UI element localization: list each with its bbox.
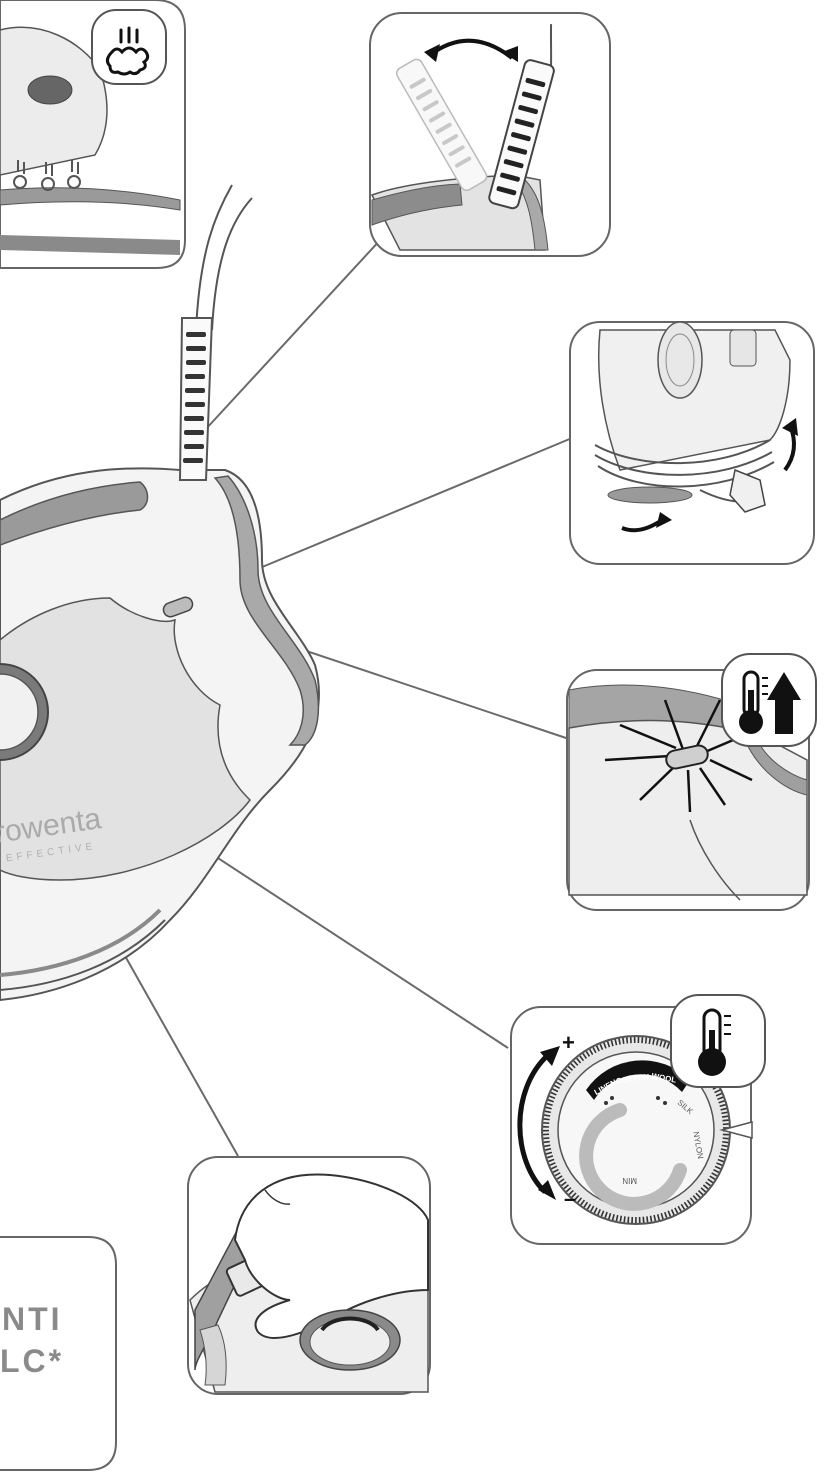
panel-temperature-dial: LINEN COTTON WOOL SILK NYLON MIN + – bbox=[511, 995, 765, 1244]
iron-main: rowenta EFFECTIVE bbox=[0, 185, 319, 1000]
thermometer-up-icon bbox=[722, 654, 816, 746]
dial-minus-label: – bbox=[564, 1186, 576, 1211]
power-cord-2 bbox=[212, 198, 252, 330]
panel-steam bbox=[0, 0, 185, 268]
anti-calc-line1: NTI bbox=[2, 1301, 63, 1337]
panel-button-press bbox=[188, 1157, 430, 1394]
panel-anti-calc: NTI LC* bbox=[0, 1237, 116, 1470]
steam-icon bbox=[92, 10, 166, 84]
wrap-base bbox=[608, 487, 692, 503]
steam-iron-dial bbox=[28, 76, 72, 104]
anti-calc-line2: LC* bbox=[0, 1343, 64, 1379]
dial-label-min: MIN bbox=[622, 1176, 637, 1185]
cord-guard bbox=[180, 318, 212, 480]
panel-cord bbox=[370, 13, 610, 256]
leader-line-cord bbox=[205, 238, 382, 430]
thermometer-icon bbox=[671, 995, 765, 1087]
dial-plus-label: + bbox=[562, 1030, 575, 1055]
wrap-iron-button bbox=[730, 330, 756, 366]
press-dial bbox=[300, 1310, 400, 1370]
panel-cord-wrap bbox=[570, 322, 814, 564]
wrap-iron-dial bbox=[658, 322, 702, 398]
leader-line-wrap bbox=[255, 438, 572, 570]
panel-heating-light bbox=[567, 654, 816, 910]
